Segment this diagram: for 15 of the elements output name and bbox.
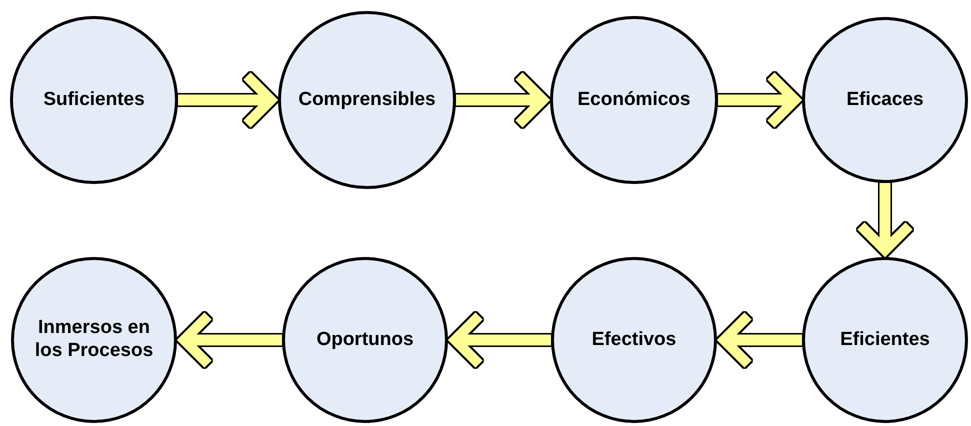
block-arrow <box>450 311 551 369</box>
block-arrow <box>719 311 802 369</box>
block-arrow <box>179 311 282 369</box>
node-label: Suficientes <box>43 88 145 112</box>
node-label: Efectivos <box>592 328 676 352</box>
node-label: Eficientes <box>840 328 930 352</box>
block-arrow <box>456 71 548 129</box>
node-label: Inmersos en los Procesos <box>34 317 154 363</box>
block-arrow <box>718 71 800 129</box>
node-label: Económicos <box>578 88 690 112</box>
node-label: Eficaces <box>846 88 924 112</box>
node-label: Comprensibles <box>298 88 436 112</box>
node-label: Oportunos <box>316 328 414 352</box>
block-arrow <box>856 183 914 255</box>
block-arrow <box>178 71 276 129</box>
